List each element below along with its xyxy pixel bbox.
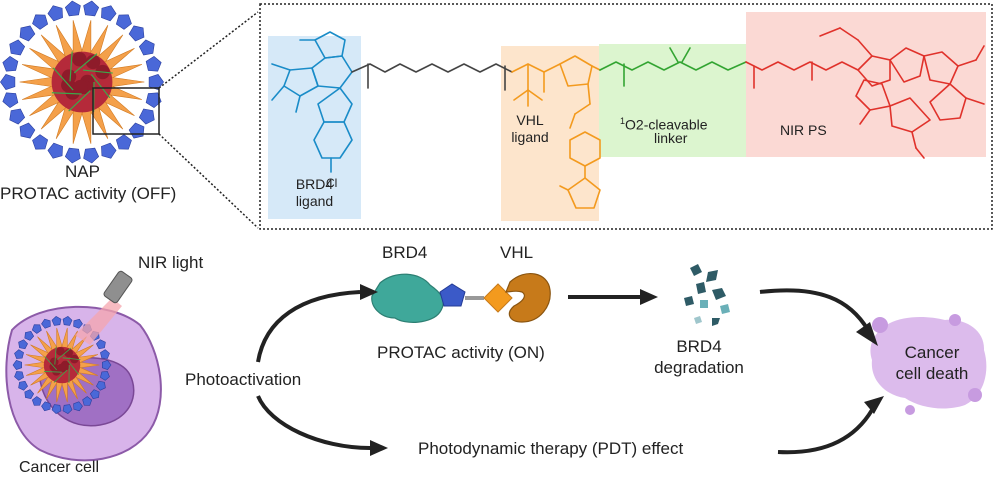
dying-cell-graphic xyxy=(870,314,987,415)
linker-label-text: O2-cleavable xyxy=(625,116,708,133)
zoom-box xyxy=(92,87,160,135)
protac-on-label: PROTAC activity (ON) xyxy=(377,343,545,362)
nir-light-label: NIR light xyxy=(138,253,204,272)
cancer-cell-graphic xyxy=(5,305,162,462)
arrow-heads xyxy=(360,284,884,456)
vhl-protein-label: VHL xyxy=(500,243,534,262)
brd4-ligand-label: BRD4 ligand xyxy=(295,176,334,209)
linker-region xyxy=(599,44,746,157)
nir-ps-label: NIR PS xyxy=(780,122,827,138)
brd4-protein-label: BRD4 xyxy=(382,243,428,262)
brd4-degradation-label: BRD4 degradation xyxy=(654,337,744,377)
molecule-panel xyxy=(259,3,993,230)
pdt-effect-label: Photodynamic therapy (PDT) effect xyxy=(418,439,684,458)
protac-off-label: PROTAC activity (OFF) xyxy=(0,184,177,203)
linker-label-line2: linker xyxy=(654,130,688,146)
vhl-diamond xyxy=(483,283,513,313)
molecule-structure xyxy=(271,27,985,209)
cancer-cell-label: Cancer cell xyxy=(18,459,100,476)
brd4-protein xyxy=(371,273,444,323)
ps-region xyxy=(746,12,986,157)
cancer-cell-death-label: Cancer cell death xyxy=(895,343,969,383)
arrows xyxy=(256,288,874,455)
nir-laser-graphic xyxy=(75,270,133,345)
linker-superscript: 1 xyxy=(620,116,626,126)
nap-label: NAP xyxy=(65,162,100,181)
linker-label: 1O2-cleavable xyxy=(620,112,708,134)
vhl-ligand-label: VHL ligand xyxy=(511,112,549,145)
photoactivation-label: Photoactivation xyxy=(185,370,302,389)
linker-pentagon xyxy=(439,283,466,307)
degradation-fragments xyxy=(684,264,730,326)
nanoparticle-graphic xyxy=(0,0,164,164)
chlorine-label: Cl xyxy=(326,176,338,190)
zoom-line-bottom xyxy=(158,133,259,229)
vhl-protein xyxy=(505,273,551,323)
zoom-line-top xyxy=(158,11,259,89)
